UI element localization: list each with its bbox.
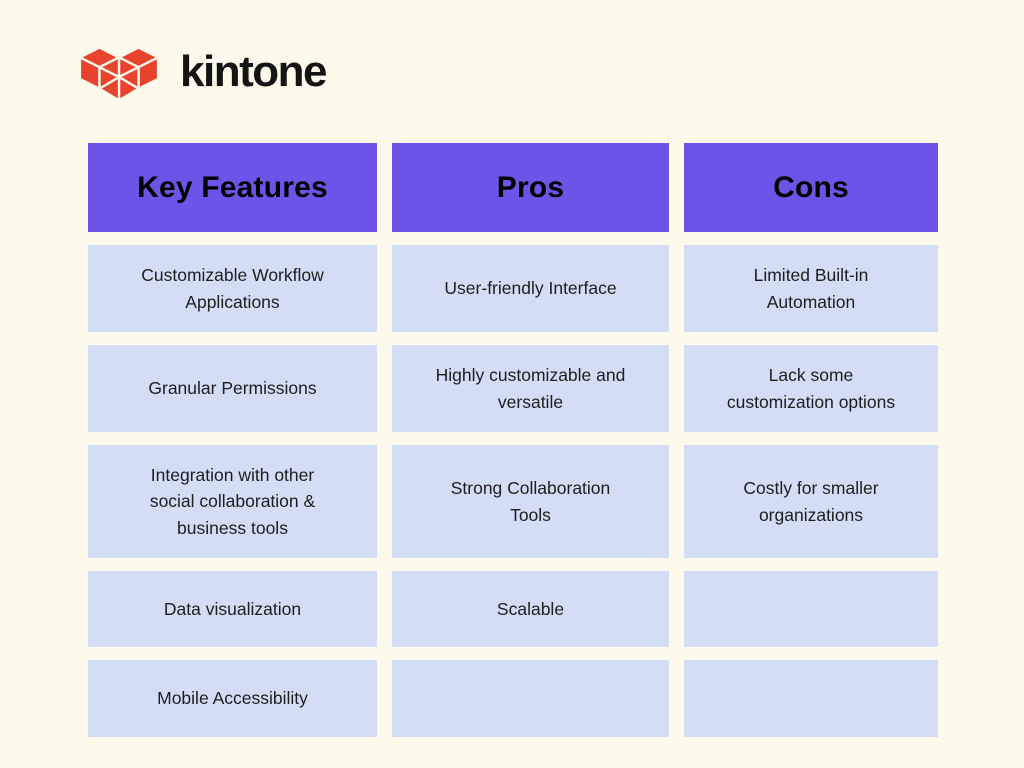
brand-header: kintone [76, 44, 327, 106]
table-cell: Highly customizable and versatile [392, 345, 669, 432]
table-cell: Costly for smaller organizations [684, 445, 938, 558]
table-cell: Customizable Workflow Applications [88, 245, 377, 332]
column-header-cons: Cons [684, 143, 938, 232]
table-cell: Mobile Accessibility [88, 660, 377, 737]
brand-name: kintone [180, 47, 327, 96]
table-cell: Granular Permissions [88, 345, 377, 432]
column-header-pros: Pros [392, 143, 669, 232]
table-cell: Limited Built-in Automation [684, 245, 938, 332]
table-cell [684, 660, 938, 737]
kintone-logo-icon [76, 44, 162, 106]
table-cell: Scalable [392, 571, 669, 647]
table-cell [392, 660, 669, 737]
comparison-table: Key Features Pros Cons Customizable Work… [88, 143, 938, 737]
table-cell: Integration with other social collaborat… [88, 445, 377, 558]
table-cell: User-friendly Interface [392, 245, 669, 332]
table-cell [684, 571, 938, 647]
table-cell: Data visualization [88, 571, 377, 647]
table-cell: Strong Collaboration Tools [392, 445, 669, 558]
column-header-key-features: Key Features [88, 143, 377, 232]
table-cell: Lack some customization options [684, 345, 938, 432]
